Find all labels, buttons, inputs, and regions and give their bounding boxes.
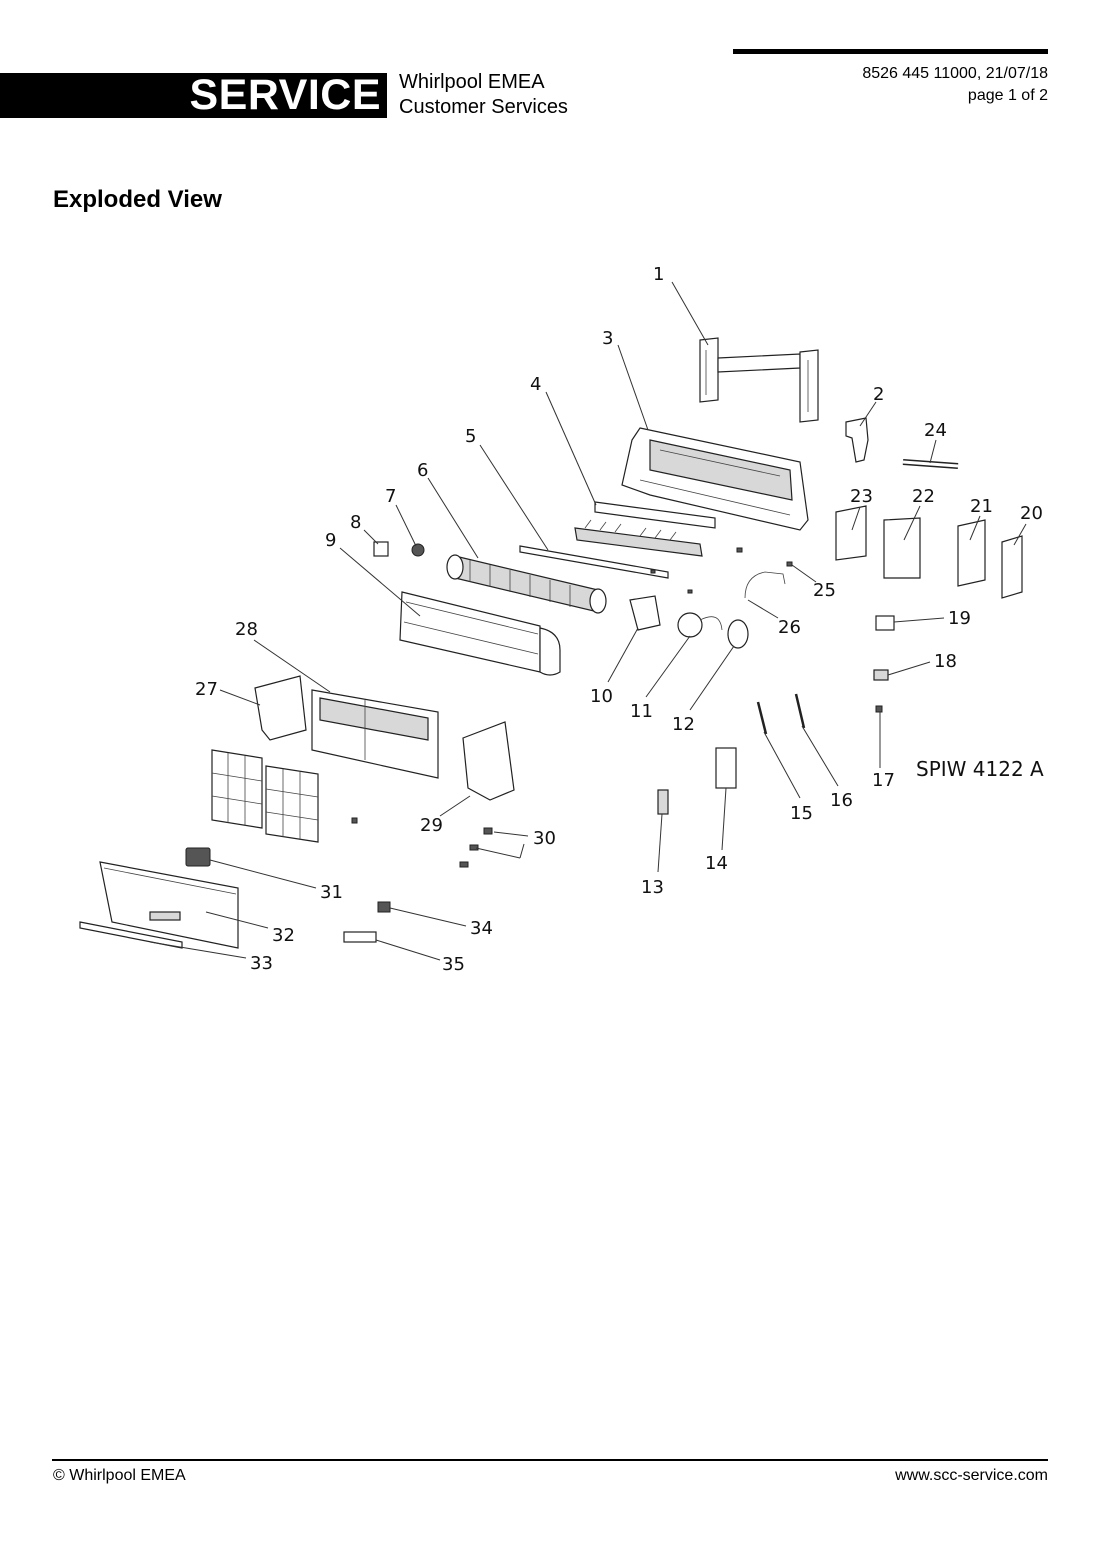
- callout-20: 20: [1020, 503, 1043, 524]
- part-louver-assembly: [574, 501, 716, 557]
- callout-1: 1: [653, 264, 664, 285]
- part-motor-bracket: [629, 595, 661, 631]
- part-display-board: [715, 747, 737, 789]
- callout-6: 6: [417, 460, 428, 481]
- exploded-view-diagram: 1 2 3 4 5 6 7 8 9 10 11 12 13 14 15 16 1…: [0, 250, 1100, 990]
- callout-30: 30: [533, 828, 556, 849]
- callout-33: 33: [250, 953, 273, 974]
- part-motor-cover: [727, 619, 749, 649]
- callout-22: 22: [912, 486, 935, 507]
- part-box-cover: [835, 505, 867, 561]
- part-screw: [469, 844, 479, 851]
- part-front-panel-frame: [311, 689, 439, 779]
- header-rule: [733, 49, 1048, 54]
- callout-12: 12: [672, 714, 695, 735]
- callout-32: 32: [272, 925, 295, 946]
- callout-29: 29: [420, 815, 443, 836]
- part-clip: [875, 705, 883, 713]
- part-terminal-cover: [875, 615, 895, 631]
- callout-labels: 1 2 3 4 5 6 7 8 9 10 11 12 13 14 15 16 1…: [195, 264, 1044, 975]
- footer-rule: [52, 1459, 1048, 1461]
- part-fan-motor: [677, 612, 723, 638]
- part-terminal-block: [873, 669, 889, 681]
- callout-18: 18: [934, 651, 957, 672]
- part-screw: [650, 569, 656, 574]
- callout-4: 4: [530, 374, 541, 395]
- callout-31: 31: [320, 882, 343, 903]
- part-control-board: [957, 519, 986, 587]
- callout-11: 11: [630, 701, 653, 722]
- part-screw: [736, 547, 743, 553]
- callout-13: 13: [641, 877, 664, 898]
- service-label: SERVICE: [189, 71, 381, 119]
- part-front-trim: [79, 921, 183, 949]
- callout-5: 5: [465, 426, 476, 447]
- part-cross-flow-fan: [446, 554, 607, 614]
- callout-26: 26: [778, 617, 801, 638]
- page-title: Exploded View: [53, 186, 222, 213]
- document-reference: 8526 445 11000, 21/07/18: [862, 65, 1048, 82]
- part-bracket: [845, 417, 869, 463]
- website-link[interactable]: www.scc-service.com: [895, 1467, 1048, 1484]
- copyright: © Whirlpool EMEA: [53, 1467, 186, 1484]
- company-name: Whirlpool EMEA Customer Services: [399, 70, 568, 120]
- part-screw: [459, 861, 469, 868]
- model-number: SPIW 4122 A: [916, 757, 1044, 781]
- callout-16: 16: [830, 790, 853, 811]
- part-screw: [483, 827, 493, 835]
- part-swing-rod: [519, 545, 669, 579]
- part-mounting-plate: [699, 337, 819, 423]
- callout-21: 21: [970, 496, 993, 517]
- leader-lines: [149, 281, 1027, 961]
- callout-3: 3: [602, 328, 613, 349]
- part-electrical-box: [883, 517, 921, 579]
- part-screw: [687, 589, 693, 594]
- callout-25: 25: [813, 580, 836, 601]
- callout-23: 23: [850, 486, 873, 507]
- company-line-2: Customer Services: [399, 96, 568, 118]
- part-board-cover: [1001, 535, 1023, 599]
- part-switch: [377, 901, 391, 913]
- part-display-cover: [343, 931, 377, 943]
- part-connector: [657, 789, 669, 815]
- page-number: page 1 of 2: [967, 87, 1048, 104]
- part-clip: [351, 817, 358, 824]
- callout-2: 2: [873, 384, 884, 405]
- callout-35: 35: [442, 954, 465, 975]
- part-receiver-box: [185, 847, 211, 867]
- part-wiring-cable: [744, 571, 786, 599]
- part-front-panel: [99, 861, 239, 949]
- callout-17: 17: [872, 770, 895, 791]
- callout-27: 27: [195, 679, 218, 700]
- callout-7: 7: [385, 486, 396, 507]
- part-pipe-sensor: [794, 693, 806, 729]
- part-side-cover-right: [462, 721, 515, 801]
- callout-34: 34: [470, 918, 493, 939]
- callout-28: 28: [235, 619, 258, 640]
- callout-24: 24: [924, 420, 947, 441]
- part-room-sensor: [756, 701, 768, 735]
- company-line-1: Whirlpool EMEA: [399, 71, 545, 93]
- part-bearing-holder: [373, 541, 389, 557]
- callout-15: 15: [790, 803, 813, 824]
- callout-8: 8: [350, 512, 361, 533]
- callout-14: 14: [705, 853, 728, 874]
- part-side-cover-left: [254, 675, 307, 741]
- part-bearing: [411, 543, 425, 557]
- document-info: 8526 445 11000, 21/07/18 page 1 of 2: [862, 63, 1048, 107]
- callout-10: 10: [590, 686, 613, 707]
- callout-19: 19: [948, 608, 971, 629]
- part-chassis: [621, 427, 809, 531]
- part-air-filter: [211, 749, 319, 843]
- part-evaporator: [399, 591, 561, 676]
- service-banner: SERVICE: [0, 73, 387, 118]
- part-pipe: [902, 459, 959, 469]
- part-screw: [786, 561, 793, 567]
- callout-9: 9: [325, 530, 336, 551]
- exploded-view-drawing: 1 2 3 4 5 6 7 8 9 10 11 12 13 14 15 16 1…: [79, 264, 1044, 975]
